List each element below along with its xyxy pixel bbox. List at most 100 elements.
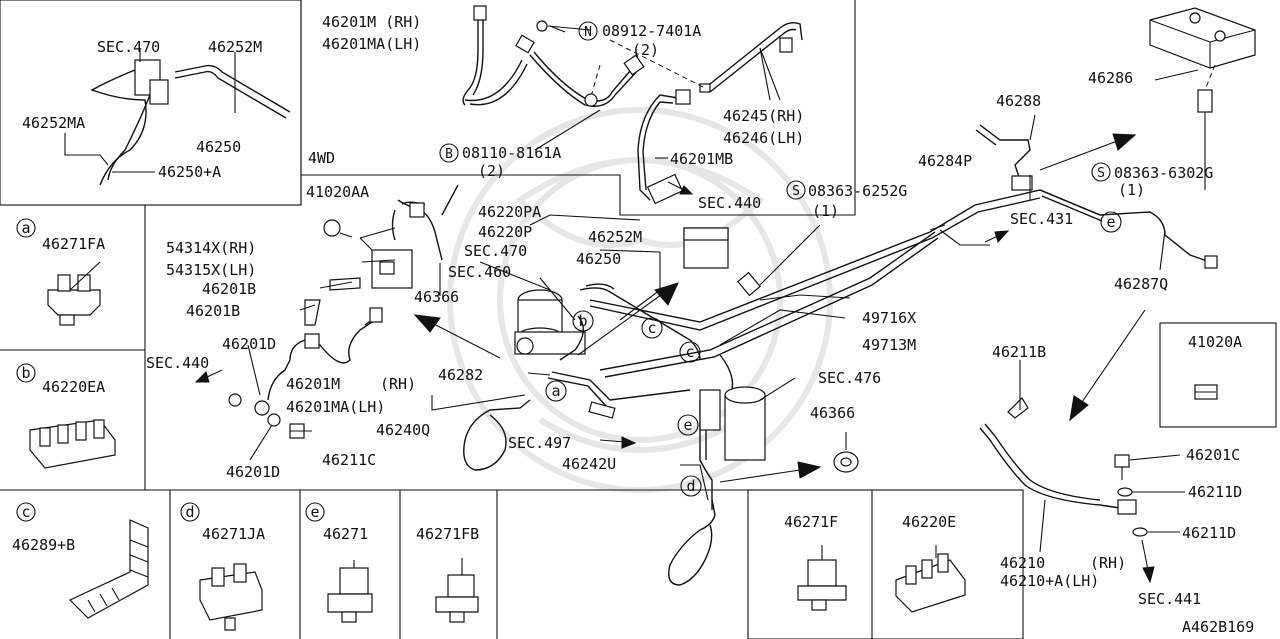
- label-46250-top: 46250: [196, 138, 241, 156]
- arrow-to-sec441[interactable]: [1141, 539, 1155, 584]
- label-46252M-mid: 46252M: [588, 228, 642, 246]
- clip-46271FA-icon: [47, 261, 101, 326]
- label-46288: 46288: [996, 92, 1041, 110]
- clip-46271-icon: [327, 560, 373, 623]
- label-sec431[interactable]: SEC.431: [1010, 210, 1073, 228]
- label-46250-mid: 46250: [576, 250, 621, 268]
- label-54314X: 54314X(RH): [166, 239, 256, 257]
- arrow-to-sec497[interactable]: [599, 436, 637, 449]
- label-46252M-top: 46252M: [208, 38, 262, 56]
- label-41020A: 41020A: [1188, 333, 1242, 351]
- arrow-to-46288: [1039, 133, 1137, 171]
- label-sec497[interactable]: SEC.497: [508, 434, 571, 452]
- label-46211D-2: 46211D: [1182, 524, 1236, 542]
- label-46282: 46282: [438, 366, 483, 384]
- label-08912-7401A: 08912-7401A: [602, 22, 701, 40]
- clip-46271FB-icon: [435, 558, 479, 623]
- label-46366-left: 46366: [414, 288, 459, 306]
- inset-e-letter: e: [310, 503, 319, 521]
- label-46245: 46245(RH): [723, 107, 804, 125]
- label-08363-6252G: 08363-6252G: [808, 182, 907, 200]
- label-sec476[interactable]: SEC.476: [818, 369, 881, 387]
- label-4wd: 4WD: [308, 149, 335, 167]
- label-46201C: 46201C: [1186, 446, 1240, 464]
- label-49716X: 49716X: [862, 309, 916, 327]
- marker-c-1: c: [647, 319, 656, 337]
- arrow-to-46366-right: [719, 461, 822, 483]
- clip-46220E-icon: [895, 545, 966, 613]
- direction-arrows[interactable]: [194, 133, 1155, 584]
- clip-46271JA-icon: [199, 563, 263, 631]
- label-sec441[interactable]: SEC.441: [1138, 590, 1201, 608]
- marker-c-2: c: [685, 343, 694, 361]
- label-sec470-top[interactable]: SEC.470: [97, 38, 160, 56]
- inset-c-part: 46289+B: [12, 536, 75, 554]
- label-46240Q: 46240Q: [376, 421, 430, 439]
- label-08912-qty: (2): [632, 41, 659, 59]
- label-46201MA-lh: 46201MA(LH): [322, 35, 421, 53]
- label-08363-6252G-qty: (1): [812, 202, 839, 220]
- marker-b: b: [578, 312, 587, 330]
- inset-a-part: 46271FA: [42, 235, 105, 253]
- clip-46271F-icon: [797, 545, 847, 611]
- clip-insets: a 46271FA b 46220EA c 46289+B: [12, 218, 966, 631]
- label-46286: 46286: [1088, 69, 1133, 87]
- marker-e-2: e: [1106, 213, 1115, 231]
- label-46210A: 46210+A(LH): [1000, 572, 1099, 590]
- label-54315X: 54315X(LH): [166, 261, 256, 279]
- group-center: [228, 7, 1256, 586]
- inset-fb-part: 46271FB: [416, 525, 479, 543]
- label-sec440-top[interactable]: SEC.440: [698, 194, 761, 212]
- label-08110-qty: (2): [478, 162, 505, 180]
- label-46287Q: 46287Q: [1114, 275, 1168, 293]
- label-46211C: 46211C: [322, 451, 376, 469]
- inset-d-part: 46271JA: [202, 525, 265, 543]
- label-46201M-mid: 46201M: [286, 375, 340, 393]
- label-46201B-1: 46201B: [202, 280, 256, 298]
- inset-c-letter: c: [21, 503, 30, 521]
- label-46201MB: 46201MB: [670, 150, 733, 168]
- label-s-prefix-6302: S: [1097, 166, 1105, 181]
- watermark: [447, 107, 833, 493]
- label-46201M-rh: 46201M (RH): [322, 13, 421, 31]
- part-labels: SEC.470 46252M 46252MA 46250 46250+A 462…: [22, 13, 1254, 636]
- label-46250A: 46250+A: [158, 163, 221, 181]
- label-46220P: 46220P: [478, 223, 532, 241]
- label-46252MA: 46252MA: [22, 114, 85, 132]
- label-46201MA-mid: 46201MA(LH): [286, 398, 385, 416]
- label-46220PA: 46220PA: [478, 203, 541, 221]
- inset-b-letter: b: [21, 364, 30, 382]
- label-b-prefix: B: [445, 147, 453, 162]
- label-46210: 46210: [1000, 554, 1045, 572]
- callout-markers: b c c a e d e: [545, 211, 1122, 497]
- clip-46289B-icon: [68, 519, 149, 619]
- label-41020AA: 41020AA: [306, 183, 369, 201]
- label-sec470-mid[interactable]: SEC.470: [464, 242, 527, 260]
- label-46201D-1: 46201D: [222, 335, 276, 353]
- clip-46220EA-icon: [29, 419, 116, 469]
- label-08363-6302G: 08363-6302G: [1114, 164, 1213, 182]
- label-n-prefix: N: [584, 25, 592, 40]
- arrow-to-sec440-mid[interactable]: [194, 369, 223, 383]
- label-46201D-2: 46201D: [226, 463, 280, 481]
- arrow-to-center-left: [413, 314, 501, 359]
- label-46201B-2: 46201B: [186, 302, 240, 320]
- leader-lines: [247, 25, 1206, 553]
- arrow-to-sec431[interactable]: [984, 230, 1010, 243]
- label-sec460[interactable]: SEC.460: [448, 263, 511, 281]
- label-46366-right: 46366: [810, 404, 855, 422]
- label-46211D-1: 46211D: [1188, 483, 1242, 501]
- arrow-to-46210: [1069, 309, 1146, 422]
- inset-f-part: 46271F: [784, 513, 838, 531]
- label-s-prefix-6252: S: [792, 184, 800, 199]
- inset-b-part: 46220EA: [42, 378, 105, 396]
- label-46284P: 46284P: [918, 152, 972, 170]
- label-rh-right: (RH): [1090, 554, 1126, 572]
- arrow-to-sec440-top[interactable]: [667, 181, 694, 195]
- group-sec470-top: [64, 50, 291, 186]
- group-4wd: [462, 5, 803, 205]
- label-sec440-mid[interactable]: SEC.440: [146, 354, 209, 372]
